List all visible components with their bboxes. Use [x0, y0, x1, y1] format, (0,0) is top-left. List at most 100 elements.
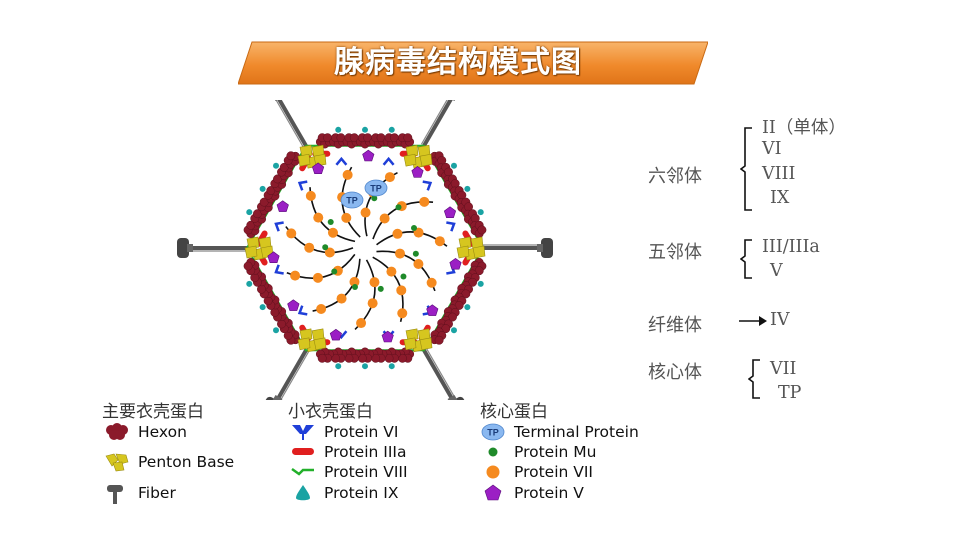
protein-ix	[464, 304, 471, 311]
bracket-penton	[740, 239, 752, 279]
fiber-knob	[263, 394, 285, 400]
fiber-knob-neck	[272, 394, 283, 400]
hexon	[470, 220, 487, 239]
protein-v	[449, 258, 462, 270]
fiber-knob-neck	[447, 394, 458, 400]
hexon	[369, 133, 388, 149]
legend-item-protein-iiia: Protein IIIa	[290, 442, 460, 464]
hexon	[356, 133, 374, 149]
legend-label: Hexon	[138, 423, 187, 441]
protein-ix	[259, 185, 266, 192]
hexon	[283, 327, 300, 345]
hexon	[270, 304, 287, 322]
fiber-knob	[177, 238, 193, 258]
penton-base-icon	[105, 453, 129, 472]
terminal-protein	[364, 179, 388, 197]
bracket-hexon	[740, 127, 752, 211]
hexon	[436, 315, 453, 334]
protein-v	[312, 162, 325, 174]
terminal-protein-icon: TP	[481, 423, 505, 441]
arrow-right-icon	[739, 316, 767, 326]
legend-header-core: 核心蛋白	[480, 402, 548, 422]
class-hexon-component: IX	[770, 188, 790, 208]
protein-ix	[388, 363, 395, 370]
fiber-knob-head	[444, 100, 467, 101]
fiber-knob-head	[262, 100, 285, 101]
protein-vii	[419, 196, 430, 207]
fiber-knob-neck	[537, 244, 543, 252]
protein-mu	[331, 268, 338, 275]
protein-vi	[274, 264, 284, 275]
protein-mu-icon	[488, 447, 498, 457]
fiber-knob-neck	[187, 244, 193, 252]
fiber-knob-head	[541, 238, 553, 258]
class-hexon-name: 六邻体	[648, 166, 702, 187]
hexon-lobe	[434, 335, 444, 345]
legend-item-protein-vi: Protein VI	[290, 422, 460, 444]
protein-vi	[446, 221, 456, 232]
legend-label: Protein VI	[324, 423, 399, 441]
hexon	[396, 133, 415, 149]
penton-base	[403, 328, 433, 353]
fiber-shaft-highlight	[420, 100, 448, 145]
protein-mu	[395, 204, 402, 211]
protein-vii	[395, 248, 406, 259]
penton-lobe	[472, 245, 486, 259]
class-hexon-component: II（单体）	[762, 118, 846, 138]
protein-vii	[397, 308, 408, 319]
penton-lobe	[244, 245, 258, 259]
protein-vii	[396, 285, 407, 296]
hexon	[250, 269, 267, 287]
protein-vi	[274, 221, 284, 232]
legend-item-protein-mu: Protein Mu	[480, 442, 690, 464]
protein-vii	[327, 227, 338, 238]
protein-vii	[342, 169, 353, 180]
protein-ix-icon	[296, 485, 310, 501]
hexon-lobe	[317, 353, 327, 363]
protein-ix	[477, 280, 484, 287]
protein-ix	[464, 185, 471, 192]
protein-v	[287, 299, 300, 311]
protein-vii	[386, 266, 397, 277]
protein-vii	[341, 212, 352, 223]
protein-vii	[286, 228, 297, 239]
penton-lobe	[297, 153, 311, 167]
legend-item-terminal-protein: TP Terminal Protein	[480, 422, 690, 444]
protein-ix	[450, 162, 457, 169]
protein-mu	[327, 219, 334, 226]
protein-vii	[367, 298, 378, 309]
penton-lobe	[419, 337, 433, 351]
protein-ix	[335, 126, 342, 133]
legend-label: Protein IX	[324, 484, 399, 502]
hexon	[356, 347, 374, 363]
fiber-knob-head	[177, 238, 189, 258]
class-hexon-component: VIII	[762, 164, 796, 184]
terminal-protein	[340, 191, 364, 209]
fiber-shaft	[277, 100, 308, 147]
legend-item-penton-base: Penton Base	[104, 452, 274, 474]
hexon	[430, 327, 447, 345]
protein-ix	[362, 126, 368, 133]
class-fiber-component: IV	[770, 310, 790, 330]
protein-vii	[426, 277, 437, 288]
fibers	[177, 100, 553, 400]
fiber-shaft	[274, 349, 308, 400]
penton-lobe	[313, 153, 327, 167]
protein-ix	[259, 304, 266, 311]
protein-v	[267, 251, 280, 263]
protein-vii	[312, 272, 323, 283]
protein-v	[362, 149, 375, 162]
hexon-lobe	[403, 133, 413, 143]
hexon	[450, 292, 467, 310]
protein-ix	[273, 327, 280, 334]
protein-vi-icon	[292, 425, 314, 440]
terminal-protein-label: TP	[370, 184, 382, 194]
protein-vii-icon	[486, 465, 500, 479]
fiber-knob	[537, 238, 553, 258]
capsid	[243, 126, 487, 370]
hexon-lobe	[477, 225, 487, 235]
fiber-shaft	[422, 349, 456, 400]
legend-label: Terminal Protein	[514, 423, 639, 441]
legend-label: Protein IIIa	[324, 443, 407, 461]
